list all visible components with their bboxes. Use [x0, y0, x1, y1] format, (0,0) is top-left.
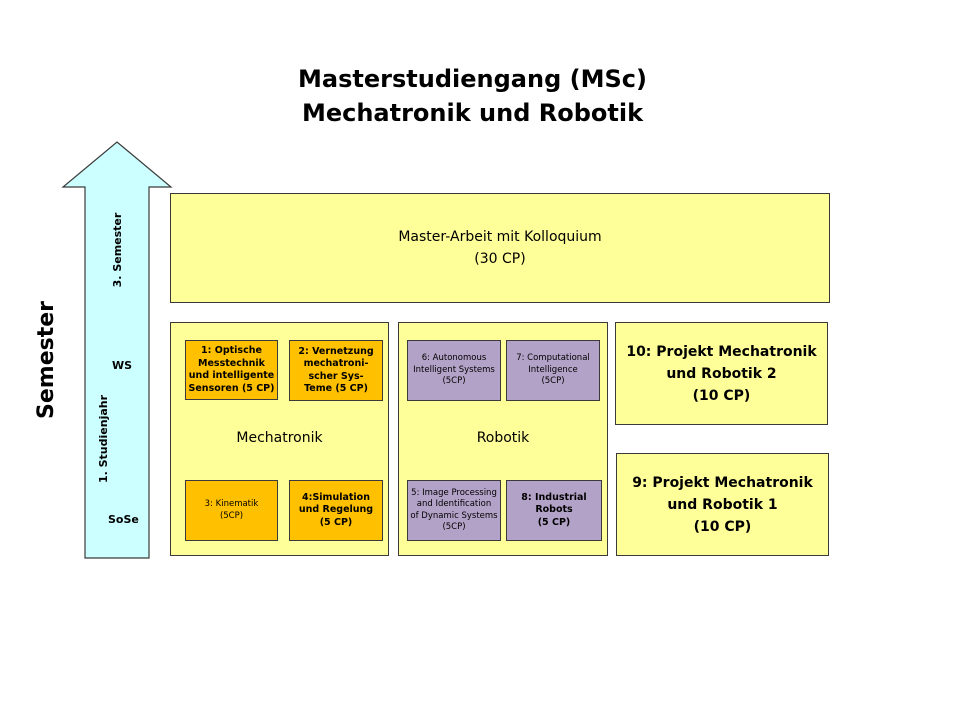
- master-thesis-title: Master-Arbeit mit Kolloquium: [398, 229, 602, 245]
- module-4-simulation-regelung: 4:Simulation und Regelung (5 CP): [289, 480, 383, 541]
- module-8-line: 8: Industrial: [521, 491, 587, 503]
- module-2-line: scher Sys-: [308, 370, 364, 382]
- module-2-vernetzung: 2: Vernetzung mechatroni- scher Sys- Tem…: [289, 340, 383, 401]
- module-8-line: Robots: [535, 504, 573, 516]
- module-1-optische-messtechnik: 1: Optische Messtechnik und intelligente…: [185, 340, 278, 400]
- module-1-line: Sensoren (5 CP): [188, 382, 275, 394]
- module-6-line: Intelligent Systems: [413, 364, 495, 375]
- title-line-1: Masterstudiengang (MSc): [298, 65, 647, 93]
- robotik-label: Robotik: [476, 430, 530, 446]
- module-7-line: Intelligence: [528, 364, 578, 375]
- module-2-line: 2: Vernetzung: [298, 345, 374, 357]
- projekt-2-line: 10: Projekt Mechatronik: [626, 343, 817, 360]
- module-2-line: mechatroni-: [303, 358, 369, 369]
- module-7-line: 7: Computational: [516, 353, 590, 364]
- module-6-line: (5CP): [442, 376, 466, 387]
- module-5-line: of Dynamic Systems: [410, 510, 498, 521]
- module-5-image-processing: 5: Image Processing and Identification o…: [407, 480, 501, 541]
- projekt-2-box: 10: Projekt Mechatronik und Robotik 2 (1…: [615, 322, 828, 425]
- module-2-line: Teme (5 CP): [304, 383, 368, 394]
- projekt-1-line: und Robotik 1: [667, 496, 778, 513]
- projekt-1-box: 9: Projekt Mechatronik und Robotik 1 (10…: [616, 453, 829, 556]
- mechatronik-label: Mechatronik: [236, 430, 323, 446]
- module-8-line: (5 CP): [537, 516, 571, 528]
- module-4-line: 4:Simulation: [302, 491, 370, 503]
- module-5-line: 5: Image Processing: [411, 487, 497, 498]
- module-1-line: 1: Optische: [201, 345, 262, 356]
- module-3-kinematik: 3: Kinematik (5CP): [185, 480, 278, 541]
- module-6-line: 6: Autonomous: [421, 353, 487, 364]
- master-thesis-cp: (30 CP): [474, 251, 526, 267]
- module-3-line: 3: Kinematik: [204, 499, 259, 509]
- module-6-autonomous-systems: 6: Autonomous Intelligent Systems (5CP): [407, 340, 501, 401]
- module-8-industrial-robots: 8: Industrial Robots (5 CP): [506, 480, 602, 541]
- semester-arrow: [61, 141, 173, 559]
- module-4-line: (5 CP): [319, 516, 353, 528]
- first-year-label: 1. Studienjahr: [97, 394, 110, 484]
- projekt-2-line: (10 CP): [692, 387, 751, 404]
- module-1-line: Messtechnik: [198, 357, 265, 369]
- module-1-line: und intelligente: [188, 370, 275, 381]
- module-7-line: (5CP): [541, 376, 565, 387]
- module-5-line: and Identification: [416, 499, 492, 509]
- third-semester-label: 3. Semester: [111, 212, 124, 288]
- module-7-computational-intelligence: 7: Computational Intelligence (5CP): [506, 340, 600, 401]
- projekt-2-line: und Robotik 2: [666, 365, 777, 382]
- projekt-1-line: 9: Projekt Mechatronik: [632, 474, 813, 491]
- module-4-line: und Regelung: [298, 504, 374, 516]
- diagram-title: Masterstudiengang (MSc) Mechatronik und …: [200, 62, 745, 130]
- master-thesis-box: Master-Arbeit mit Kolloquium (30 CP): [170, 193, 830, 303]
- semester-axis-label: Semester: [34, 301, 59, 419]
- sose-label: SoSe: [108, 513, 139, 526]
- module-3-line: (5CP): [219, 510, 244, 521]
- module-5-line: (5CP): [442, 522, 466, 532]
- projekt-1-line: (10 CP): [693, 518, 752, 535]
- title-line-2: Mechatronik und Robotik: [301, 99, 644, 127]
- ws-label: WS: [112, 359, 133, 372]
